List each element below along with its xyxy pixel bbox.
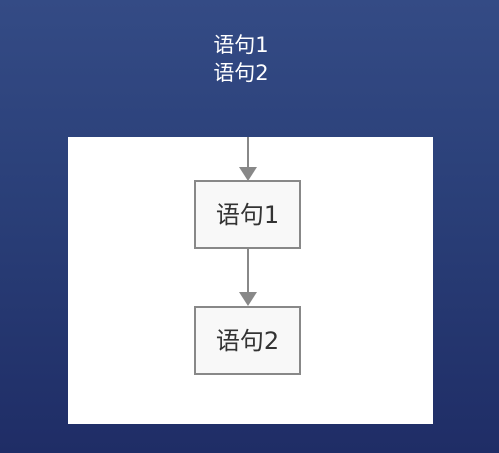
preview-line-1: 语句1 [213,33,269,57]
connector-arrowhead-1-2 [239,292,257,306]
entry-arrowhead [239,167,257,181]
flowchart-canvas: 语句1 语句2 [68,137,433,424]
flowchart-svg: 语句1 语句2 [194,137,301,375]
flow-node-statement-2-label: 语句2 [216,327,279,355]
flow-node-statement-1-label: 语句1 [216,201,279,229]
flow-node-statement-2[interactable] [194,306,301,375]
preview-line-2: 语句2 [213,61,269,85]
statement-preview-text: 语句1 语句2 [0,31,482,87]
